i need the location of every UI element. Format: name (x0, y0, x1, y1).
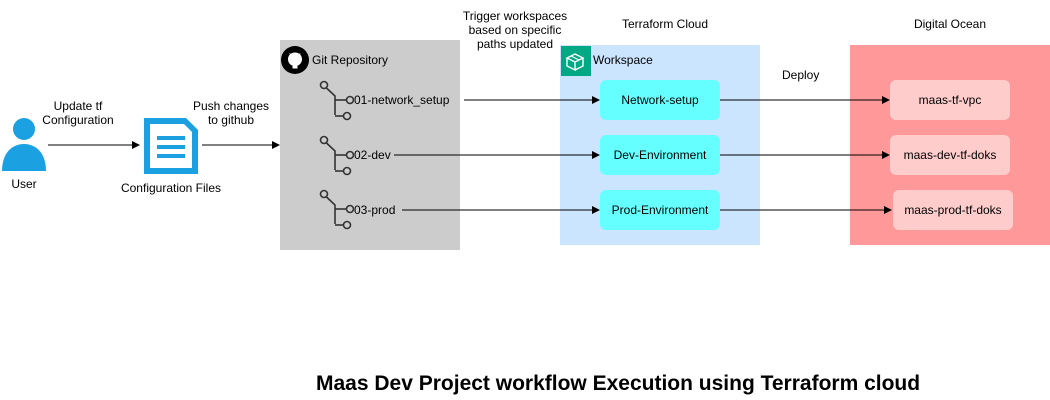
update-config-line-1: Update tf (53, 99, 103, 113)
workspace-prod-environment: Prod-Environment (600, 190, 720, 230)
branch-icon (319, 80, 355, 121)
terraform-workspace-icon (561, 46, 591, 76)
config-files-label: Configuration Files (120, 181, 222, 195)
trigger-workspaces-label: Trigger workspaces based on specific pat… (450, 9, 580, 51)
branch-label-prod: 03-prod (354, 203, 396, 217)
diagram-title: Maas Dev Project workflow Execution usin… (316, 372, 921, 395)
trigger-line-2: based on specific (468, 23, 562, 37)
deploy-label: Deploy (782, 68, 820, 82)
document-icon (144, 118, 198, 174)
workspace-dev-environment: Dev-Environment (600, 135, 720, 175)
branch-label-dev: 02-dev (354, 148, 391, 162)
github-icon (281, 46, 309, 74)
workspace-network-setup: Network-setup (600, 80, 720, 120)
trigger-line-3: paths updated (476, 37, 554, 51)
terraform-cloud-label: Terraform Cloud (621, 17, 709, 31)
update-config-label: Update tf Configuration (40, 99, 116, 127)
branch-icon (319, 135, 355, 176)
push-changes-line-1: Push changes (192, 99, 270, 113)
trigger-line-1: Trigger workspaces (462, 9, 568, 23)
git-repository-label: Git Repository (312, 53, 389, 67)
user-icon (2, 118, 46, 171)
resource-maas-dev-tf-doks: maas-dev-tf-doks (890, 135, 1010, 175)
branch-icon (319, 189, 355, 230)
resource-maas-tf-vpc: maas-tf-vpc (890, 80, 1010, 120)
workspace-label: Workspace (593, 53, 653, 67)
update-config-line-2: Configuration (42, 113, 114, 127)
branch-label-network-setup: 01-network_setup (354, 93, 450, 107)
resource-maas-prod-tf-doks: maas-prod-tf-doks (893, 190, 1013, 230)
push-changes-line-2: to github (207, 113, 255, 127)
user-label: User (11, 177, 37, 191)
digital-ocean-label: Digital Ocean (913, 17, 987, 31)
push-changes-label: Push changes to github (188, 99, 274, 127)
